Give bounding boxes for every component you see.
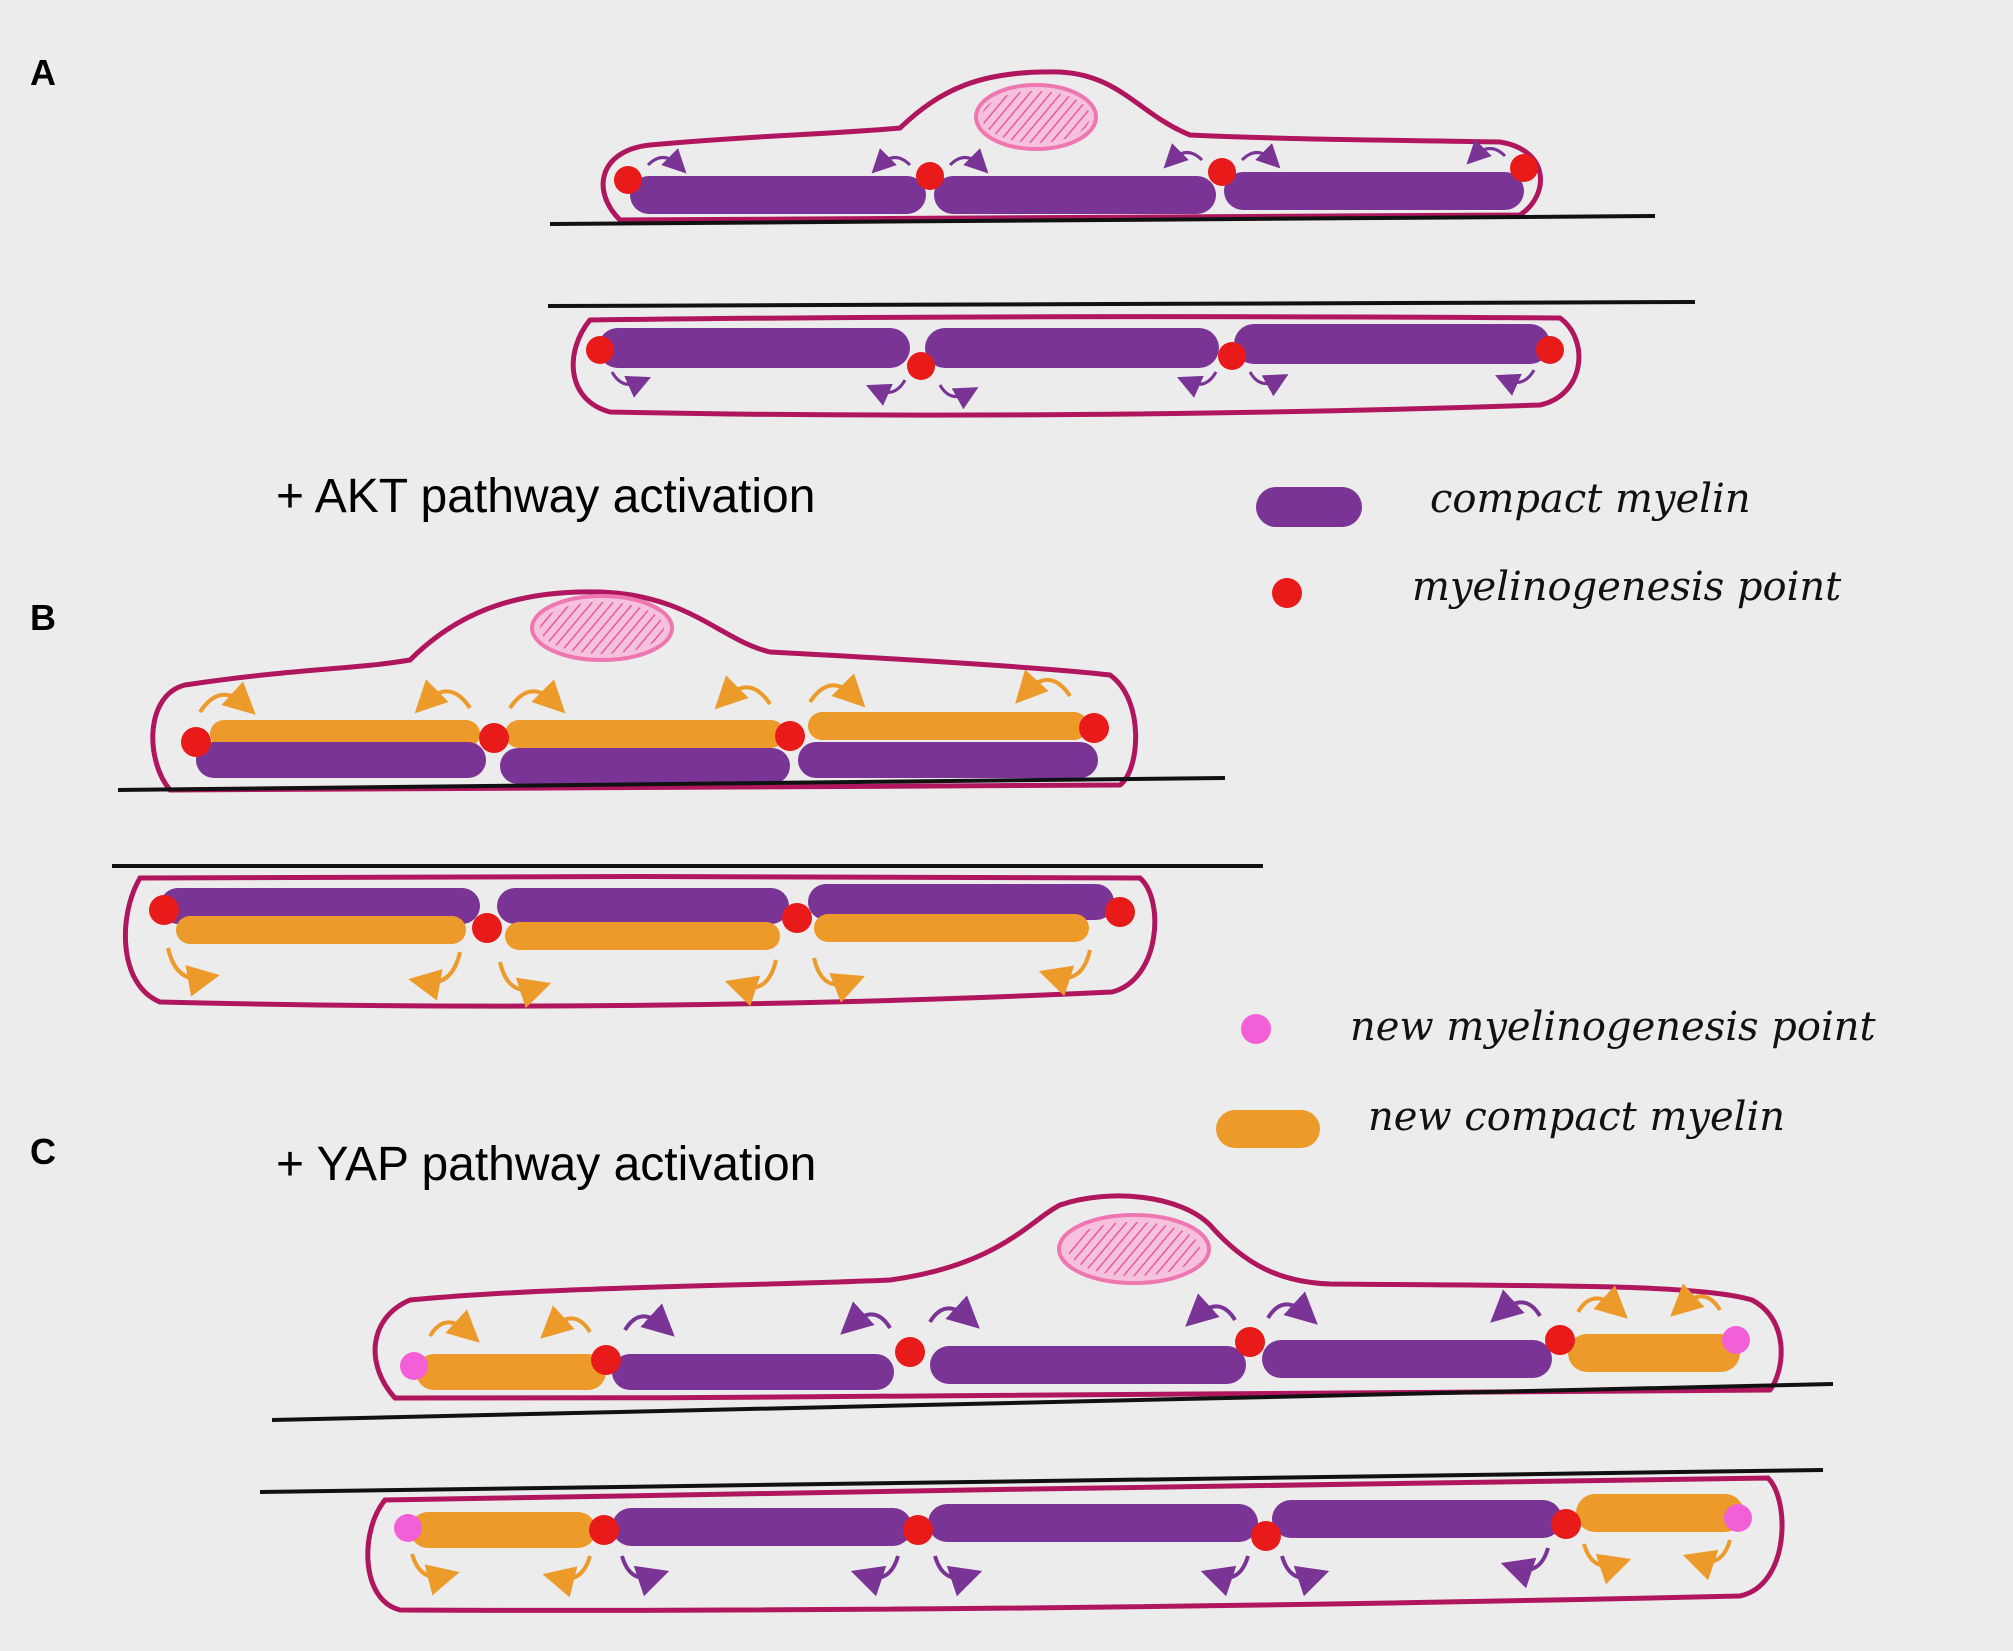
compact-myelin <box>598 328 910 368</box>
nucleus-a-hatch <box>982 91 1090 143</box>
growth-arrows-c-upper <box>428 1283 1722 1343</box>
myelinogenesis-point <box>1251 1521 1281 1551</box>
new-compact-myelin <box>410 1512 596 1548</box>
compact-myelin <box>1272 1500 1562 1538</box>
legend-swatch-new-compact-myelin <box>1216 1110 1320 1148</box>
legend-primary: compact myelin myelinogenesis point <box>1256 476 1842 610</box>
growth-arrows-b-lower <box>166 947 1092 1009</box>
axon-line <box>117 776 1226 792</box>
schwann-cell-outline-upper <box>150 589 1139 793</box>
myelinogenesis-point <box>589 1515 619 1545</box>
compact-myelin <box>808 884 1114 920</box>
myelinogenesis-point <box>149 895 179 925</box>
yap-step-label: + YAP pathway activation <box>276 1138 816 1191</box>
panel-c-label: C <box>30 1131 56 1172</box>
myelinogenesis-point <box>895 1337 925 1367</box>
new-compact-myelin <box>416 1354 606 1390</box>
akt-step-label: + AKT pathway activation <box>276 470 815 523</box>
myelinogenesis-point <box>181 727 211 757</box>
schwann-cell-outline-lower <box>123 874 1158 1009</box>
myelinogenesis-point <box>907 352 935 380</box>
myelinogenesis-point <box>1218 342 1246 370</box>
myelinogenesis-point <box>1510 154 1538 182</box>
axon-line <box>549 214 1656 226</box>
myelinogenesis-point <box>1536 336 1564 364</box>
new-myelinogenesis-point <box>394 1514 422 1542</box>
compact-myelin <box>1262 1340 1552 1378</box>
new-myelinogenesis-point <box>400 1352 428 1380</box>
axon-line <box>547 300 1696 308</box>
axon-line <box>259 1468 1824 1494</box>
compact-myelin <box>1224 172 1524 210</box>
compact-myelin <box>500 748 790 784</box>
compact-myelin <box>934 176 1216 214</box>
panel-b: + AKT pathway activation B <box>30 470 1263 1009</box>
new-compact-myelin <box>505 922 780 950</box>
myelinogenesis-point <box>1105 897 1135 927</box>
compact-myelin <box>196 742 486 778</box>
myelinogenesis-point <box>903 1515 933 1545</box>
schwann-cell-outline-upper <box>600 69 1543 223</box>
myelinogenesis-point <box>916 162 944 190</box>
compact-myelin <box>612 1508 912 1546</box>
compact-myelin <box>928 1504 1258 1542</box>
myelinogenesis-point <box>472 913 502 943</box>
myelinogenesis-point <box>1551 1509 1581 1539</box>
panel-a: A <box>30 52 1696 418</box>
growth-arrows-a-lower <box>610 369 1536 410</box>
myelinogenesis-point <box>479 723 509 753</box>
panel-b-label: B <box>30 597 56 638</box>
legend-compact-myelin-text: compact myelin <box>1430 476 1751 522</box>
schwann-cell-outline-lower <box>570 314 1582 418</box>
legend-swatch-myelinogenesis-point <box>1272 578 1302 608</box>
panel-a-label: A <box>30 52 56 93</box>
myelinogenesis-point <box>1208 158 1236 186</box>
new-myelinogenesis-point <box>1722 1326 1750 1354</box>
compact-myelin <box>798 742 1098 778</box>
panel-c: C + YAP pathway activation <box>30 1131 1834 1613</box>
myelinogenesis-point <box>586 336 614 364</box>
compact-myelin <box>925 328 1219 368</box>
growth-arrows-a-upper <box>646 139 1507 174</box>
compact-myelin <box>630 176 926 214</box>
compact-myelin <box>497 888 789 924</box>
legend-new-myelinogenesis-point-text: new myelinogenesis point <box>1350 1004 1877 1050</box>
new-compact-myelin <box>1576 1494 1744 1532</box>
legend-myelinogenesis-point-text: myelinogenesis point <box>1412 564 1842 610</box>
new-compact-myelin <box>210 720 480 748</box>
new-compact-myelin <box>808 712 1088 740</box>
new-compact-myelin <box>176 916 466 944</box>
legend-swatch-compact-myelin <box>1256 487 1362 527</box>
new-compact-myelin <box>814 914 1089 942</box>
myelinogenesis-point <box>782 903 812 933</box>
new-myelinogenesis-point <box>1724 1504 1752 1532</box>
growth-arrows-b-upper <box>198 669 1072 715</box>
compact-myelin <box>612 1354 894 1390</box>
legend-secondary: new myelinogenesis point new compact mye… <box>1216 1004 1877 1148</box>
compact-myelin <box>1234 324 1550 364</box>
myelinogenesis-point <box>775 721 805 751</box>
legend-swatch-new-myelinogenesis-point <box>1241 1014 1271 1044</box>
myelinogenesis-point <box>591 1345 621 1375</box>
schwann-cell-outline-lower <box>365 1475 1785 1613</box>
growth-arrows-c-lower <box>410 1539 1732 1598</box>
legend-new-compact-myelin-text: new compact myelin <box>1368 1094 1785 1140</box>
nucleus-b-hatch <box>540 602 664 654</box>
myelinogenesis-point <box>1079 713 1109 743</box>
myelinogenesis-point <box>1545 1325 1575 1355</box>
myelinogenesis-point <box>614 166 642 194</box>
new-compact-myelin <box>1568 1334 1740 1372</box>
myelinogenesis-point <box>1235 1327 1265 1357</box>
nucleus-c-hatch <box>1068 1222 1200 1276</box>
compact-myelin <box>160 888 480 924</box>
new-compact-myelin <box>505 720 785 748</box>
axon-line <box>271 1382 1834 1422</box>
compact-myelin <box>930 1346 1246 1384</box>
